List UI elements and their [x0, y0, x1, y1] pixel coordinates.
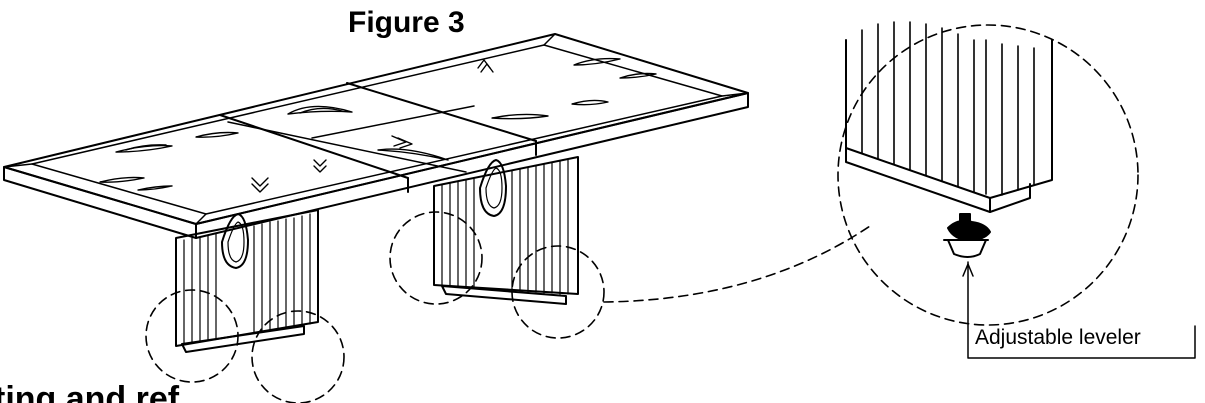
left-pedestal [175, 209, 319, 353]
table-top [3, 33, 749, 239]
detail-circle-left-b [251, 310, 345, 403]
detail-circle-right-b [511, 245, 605, 339]
right-pedestal [433, 156, 579, 305]
table-top-bevel-inner [31, 44, 723, 215]
cutoff-heading-text: ting and ref [0, 380, 180, 403]
leaf-seam-left [219, 114, 409, 179]
detail-circles [145, 24, 1139, 403]
detail-leader-dashed [603, 225, 871, 303]
leveler-detail [845, 21, 1196, 359]
leveler-foot [943, 213, 991, 258]
adjustable-leveler-label: Adjustable leveler [975, 326, 1141, 349]
detail-circle-left-a [145, 289, 239, 383]
veneer-pattern [99, 57, 657, 193]
callout-leader-line [967, 261, 1196, 359]
detail-magnified-circle [837, 24, 1139, 326]
table-top-right-edge [195, 92, 749, 239]
leaf-seam-center [227, 121, 467, 173]
figure-title: Figure 3 [348, 6, 465, 39]
detail-circle-right-a [389, 211, 483, 305]
